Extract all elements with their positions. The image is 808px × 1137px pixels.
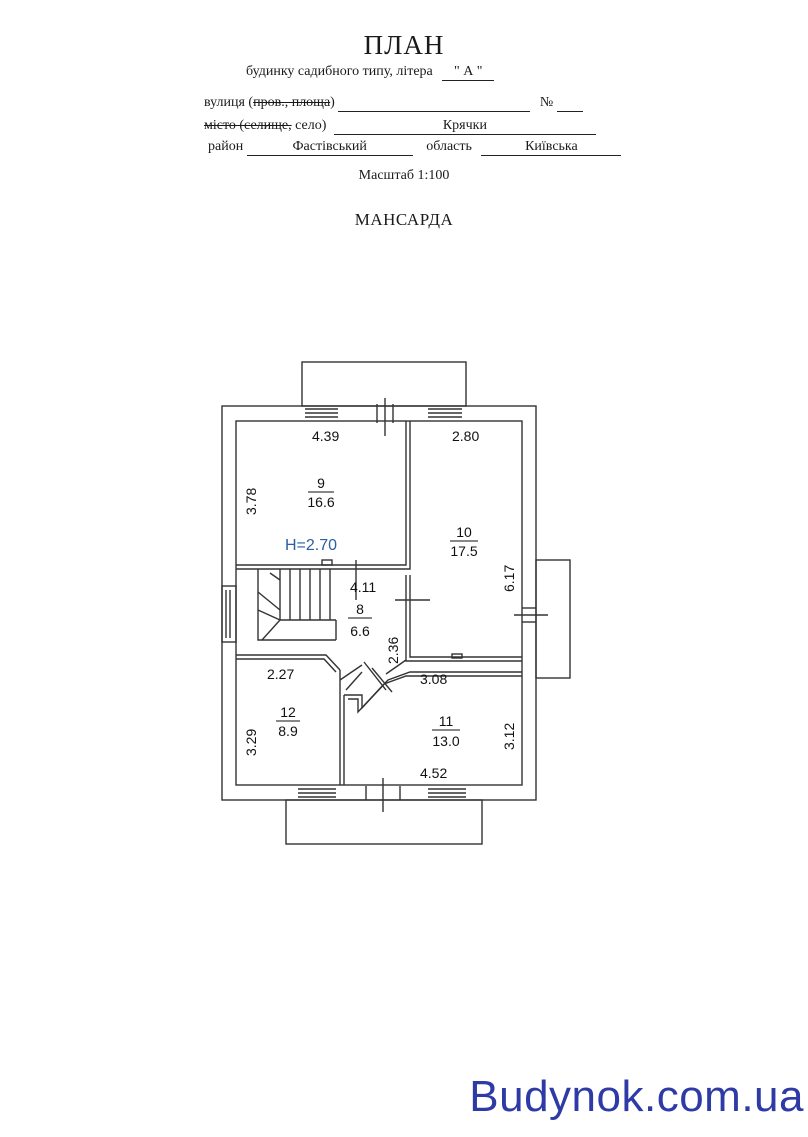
dim-room12-width: 2.27 bbox=[267, 666, 294, 682]
district-label: район bbox=[208, 139, 244, 154]
room-number: 12 bbox=[280, 704, 296, 720]
room-area: 6.6 bbox=[350, 623, 370, 639]
room-10-wall bbox=[405, 575, 522, 662]
dim-room12-height: 3.29 bbox=[243, 729, 259, 756]
room-number: 10 bbox=[456, 524, 472, 540]
number-label: № bbox=[539, 95, 554, 110]
ceiling-height-label: H=2.70 bbox=[285, 537, 337, 554]
street-line: вулиця (пров., площа) № bbox=[204, 95, 583, 112]
room-area: 17.5 bbox=[450, 543, 477, 559]
region-value: Київська bbox=[481, 139, 622, 156]
room-area: 13.0 bbox=[432, 733, 459, 749]
street-label: вулиця ( bbox=[204, 95, 254, 110]
room-number: 8 bbox=[356, 601, 364, 617]
dim-room10-height: 6.17 bbox=[501, 565, 517, 592]
scale-label: Масштаб 1:100 bbox=[358, 168, 450, 183]
left-landing bbox=[221, 585, 237, 643]
room-9: 9 16.6 bbox=[307, 475, 334, 510]
district-value: Фастівський bbox=[246, 139, 413, 156]
subtitle-line: будинку садибного типу, літера " А " bbox=[246, 64, 495, 81]
district-line: район Фастівський область Київська bbox=[208, 139, 622, 156]
window-top-right bbox=[428, 408, 462, 418]
room-11: 11 13.0 bbox=[432, 713, 460, 749]
room-9-wall bbox=[236, 421, 407, 566]
dim-room11-width: 3.08 bbox=[420, 671, 447, 687]
plan-title: ПЛАН bbox=[363, 30, 445, 60]
room-10: 10 17.5 bbox=[450, 524, 478, 559]
room-12-wall bbox=[236, 654, 341, 671]
floor-label: МАНСАРДА bbox=[354, 210, 454, 229]
dim-room9-height: 3.78 bbox=[243, 488, 259, 515]
room-number: 9 bbox=[317, 475, 325, 491]
room-8: 8 6.6 bbox=[348, 601, 372, 639]
street-value bbox=[338, 95, 531, 112]
staircase bbox=[257, 569, 336, 641]
region-label: область bbox=[426, 139, 472, 154]
street-label-struck: пров., площа bbox=[253, 95, 331, 110]
window-top-left bbox=[305, 408, 338, 418]
dim-room11-bottom: 4.52 bbox=[420, 765, 447, 781]
bottom-bay bbox=[285, 799, 483, 845]
street-label-end: ) bbox=[330, 95, 335, 110]
room-area: 16.6 bbox=[307, 494, 334, 510]
watermark-brand: Budynok.com.ua bbox=[469, 1072, 804, 1121]
window-bottom-left bbox=[298, 788, 336, 798]
dim-room11-height: 3.12 bbox=[501, 723, 517, 750]
subtitle-prefix: будинку садибного типу, літера bbox=[246, 64, 433, 79]
dim-hall-width: 4.11 bbox=[350, 579, 376, 595]
city-line: місто (селище, село) Крячки bbox=[204, 118, 596, 135]
city-label-struck: місто (селище, bbox=[204, 118, 292, 133]
room-12: 12 8.9 bbox=[276, 704, 300, 739]
litera-value: " А " bbox=[442, 64, 495, 81]
dim-room10-width: 2.80 bbox=[452, 428, 479, 444]
room-area: 8.9 bbox=[278, 723, 298, 739]
right-bay bbox=[535, 559, 571, 679]
city-label: село) bbox=[291, 118, 327, 133]
window-bottom-right bbox=[428, 788, 466, 798]
top-bay bbox=[301, 361, 467, 407]
dim-hall-height: 2.36 bbox=[385, 637, 401, 664]
room-number: 11 bbox=[439, 713, 454, 729]
dim-room9-width: 4.39 bbox=[312, 428, 339, 444]
village-value: Крячки bbox=[333, 118, 596, 135]
number-value bbox=[556, 95, 583, 112]
outer-wall bbox=[221, 405, 537, 801]
